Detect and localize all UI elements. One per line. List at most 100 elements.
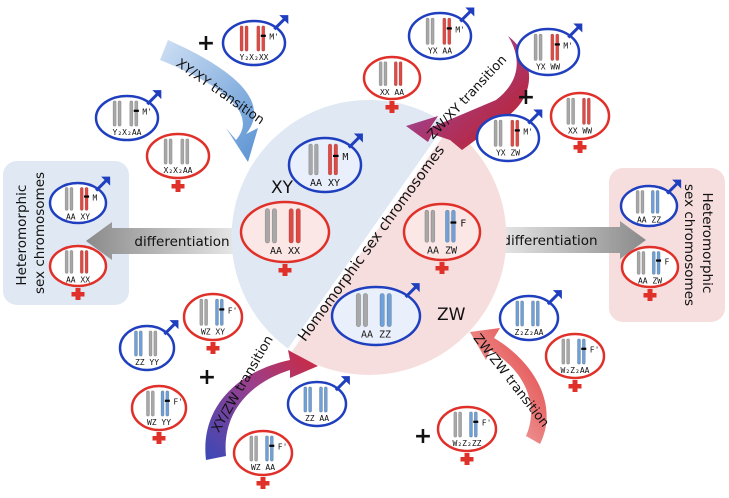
chromosome bbox=[640, 190, 645, 214]
male-symbol-icon bbox=[404, 283, 420, 299]
gene-marker-label: F bbox=[460, 218, 466, 229]
chromosome bbox=[656, 251, 661, 275]
chromosome bbox=[165, 390, 170, 417]
female-symbol-icon bbox=[152, 432, 166, 444]
chromosome bbox=[153, 330, 158, 357]
gene-marker-label: M' bbox=[455, 25, 465, 34]
chromosome bbox=[264, 208, 270, 244]
chromosome bbox=[386, 293, 392, 328]
cell-outline bbox=[515, 27, 581, 77]
gene-marker bbox=[133, 109, 139, 112]
chromosome bbox=[581, 338, 586, 365]
cell-br-female-a: F'W₂Z₂AA bbox=[544, 332, 606, 392]
chromosome bbox=[146, 390, 150, 417]
chromosome bbox=[265, 435, 269, 462]
gene-marker-label: F' bbox=[173, 398, 183, 407]
chromosome bbox=[550, 33, 555, 61]
male-symbol-icon bbox=[334, 376, 350, 392]
cell-tl-male-a: M'Y₂X₂XX bbox=[221, 15, 289, 67]
cell-outline bbox=[498, 294, 560, 342]
chromosome bbox=[533, 33, 538, 61]
chromosome bbox=[636, 251, 641, 275]
chromosome bbox=[561, 338, 566, 365]
cell-outline bbox=[182, 292, 244, 342]
male-symbol-icon bbox=[163, 320, 179, 336]
cell-outline bbox=[94, 94, 160, 142]
cell-zw-male: AA ZZ bbox=[330, 283, 422, 347]
plus-sign-bottom-left: + bbox=[198, 365, 216, 390]
female-symbol-icon bbox=[171, 180, 185, 192]
cell-br-male: Z₂Z₂AA bbox=[498, 290, 562, 342]
chromosome bbox=[566, 338, 570, 365]
cell-tr-male-c: M'YX ZW bbox=[475, 109, 543, 163]
genotype-label: AA ZW bbox=[638, 276, 662, 285]
cell-br-female-b: F'W₂Z₂ZZ bbox=[436, 405, 498, 465]
cell-outline bbox=[130, 384, 188, 432]
cell-bl-male-a: ZZ YY bbox=[118, 320, 179, 372]
chromosome bbox=[308, 143, 313, 176]
chromosome bbox=[355, 293, 361, 328]
female-symbol-icon bbox=[206, 342, 220, 354]
genotype-label: XX AA bbox=[380, 88, 404, 97]
chromosome bbox=[69, 187, 74, 211]
chromosome bbox=[379, 293, 385, 328]
gene-marker-label: F' bbox=[482, 419, 492, 428]
plus-sign-top-left: + bbox=[197, 31, 215, 56]
cell-outline bbox=[221, 19, 287, 67]
genotype-label: YX WW bbox=[536, 63, 560, 72]
genotype-label: XX WW bbox=[568, 127, 592, 136]
genotype-label: AA XX bbox=[270, 246, 300, 257]
genotype-label: AA ZZ bbox=[637, 215, 661, 224]
chromosome bbox=[129, 100, 134, 127]
chromosome bbox=[84, 187, 89, 211]
cell-tr-male-a: M'YX AA bbox=[407, 7, 475, 61]
genotype-label: WZ YY bbox=[147, 418, 171, 427]
chromosome bbox=[566, 97, 571, 125]
gene-marker-label: F bbox=[665, 257, 670, 266]
chromosome bbox=[577, 338, 581, 365]
chromosome bbox=[271, 208, 277, 244]
chromosome bbox=[288, 208, 294, 244]
cell-outline bbox=[232, 429, 294, 477]
chromosome bbox=[261, 25, 266, 52]
cell-het-right-male: AA ZZ bbox=[619, 179, 682, 228]
plus-sign-bottom-right: + bbox=[414, 424, 432, 449]
chromosome bbox=[493, 119, 498, 147]
chromosome bbox=[430, 17, 435, 45]
gene-marker bbox=[554, 43, 560, 46]
chromosome bbox=[323, 386, 328, 413]
genotype-label: Y₂X₂XX bbox=[240, 53, 269, 62]
genotype-label: AA XY bbox=[66, 212, 90, 221]
chromosome bbox=[520, 300, 524, 327]
cell-tr-female-b: XX WW bbox=[549, 91, 611, 153]
chromosome bbox=[393, 61, 398, 87]
genotype-label: AA ZZ bbox=[361, 330, 391, 341]
chromosome bbox=[655, 190, 660, 214]
chromosome bbox=[249, 435, 254, 462]
chromosome bbox=[582, 97, 586, 125]
cell-outline bbox=[475, 113, 541, 163]
chromosome bbox=[430, 209, 436, 243]
genotype-label: AA XX bbox=[66, 275, 90, 284]
female-symbol-icon bbox=[385, 101, 399, 113]
gene-marker bbox=[219, 308, 225, 311]
chromosome bbox=[425, 17, 430, 45]
cell-outline bbox=[239, 200, 331, 264]
differentiation-arrow-right: differentiation bbox=[488, 221, 646, 259]
chromosome bbox=[445, 209, 450, 243]
chromosome bbox=[498, 119, 503, 147]
cell-bl-male-b: ZZ AA bbox=[286, 376, 350, 428]
chromosome bbox=[215, 298, 219, 326]
chromosome bbox=[362, 293, 368, 328]
cell-xy-male: MAA XY bbox=[287, 133, 363, 194]
genotype-label: WZ XY bbox=[201, 328, 225, 337]
chromosome bbox=[586, 97, 591, 125]
chromosome bbox=[239, 25, 244, 52]
cell-outline bbox=[48, 181, 108, 225]
differentiation-arrow-left: differentiation bbox=[86, 222, 247, 260]
cell-tr-female-a: XX AA bbox=[362, 55, 422, 113]
chromosome bbox=[308, 386, 312, 413]
chromosome bbox=[515, 300, 520, 327]
chromosome bbox=[204, 298, 208, 326]
